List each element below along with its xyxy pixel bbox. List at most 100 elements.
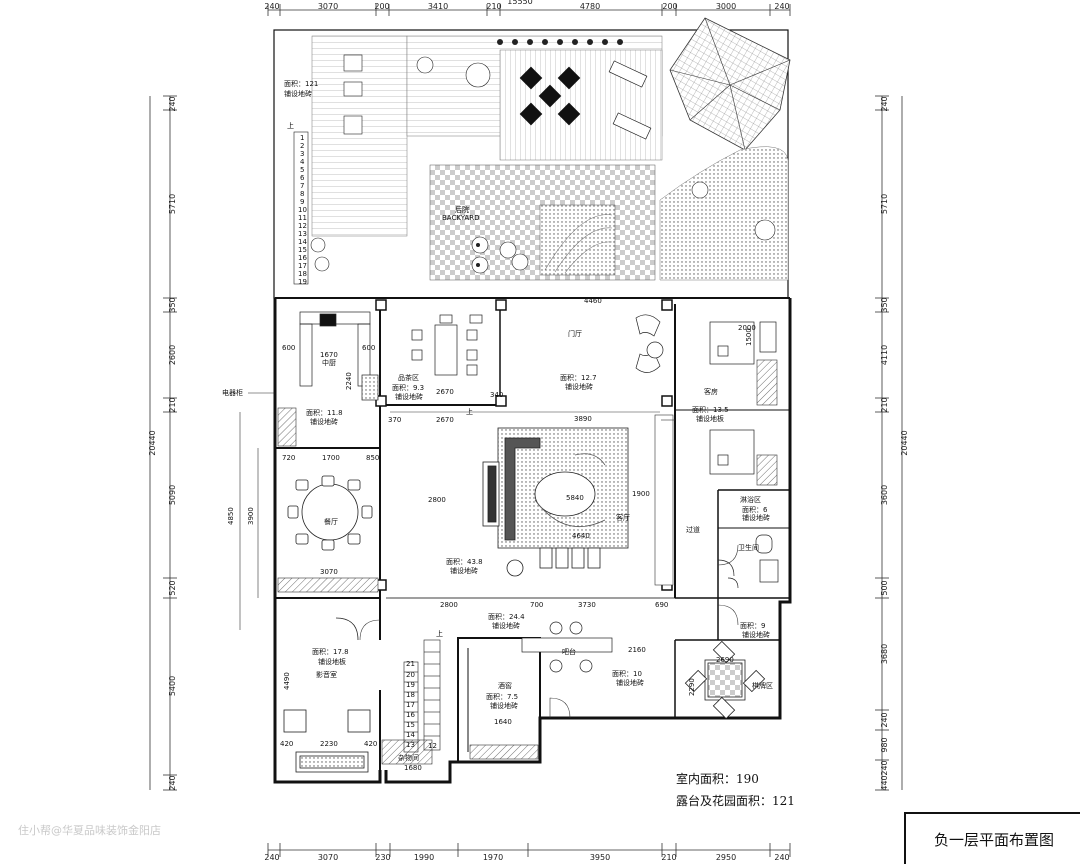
dim-right: 3600 [880,485,889,505]
dimension-labels: 15550 240 3070 200 3410 210 4780 200 300… [148,0,909,862]
kitchen-dim: 1670 [320,351,338,359]
bar-furniture [521,621,613,673]
dining-dim: 850 [366,454,379,462]
stair-step-number: 7 [300,182,304,190]
left-dimension-line [149,95,177,791]
dining-dim: 3900 [247,507,255,525]
mahjong-floor: 铺设地砖 [742,630,770,639]
stair-step-number: 9 [300,198,304,206]
stair-step-number: 17 [406,701,415,709]
tea-dim: 370 [388,416,401,424]
dining-furniture [287,475,373,551]
shower-label: 淋浴区 [740,495,761,504]
garden-area-summary: 露台及花园面积：121 [676,794,795,808]
cinema-dim: 4490 [283,672,291,690]
dining-dim: 3070 [320,568,338,576]
stair-step-number: 19 [298,278,307,286]
dining-dim: 1700 [322,454,340,462]
stair-step-number: 18 [298,270,307,278]
structural-columns [375,299,673,591]
dim-top: 210 [486,2,501,11]
living-dim: 1900 [632,490,650,498]
living-dim: 4640 [572,532,590,540]
living-room-label: 客厅 [616,513,630,522]
guest-dim: 2000 [738,324,756,332]
dim-bottom: 3950 [590,853,610,862]
built-in-cabinets [277,359,778,765]
cinema-label: 影音室 [316,670,337,679]
foyer-dim: 4460 [584,297,602,305]
bottom-stair-steps: 21 20 19 18 17 16 15 14 13 12 上 [406,629,443,750]
living-dim: 5840 [566,494,584,502]
kitchen [299,311,379,401]
dim-bottom: 240 [774,853,789,862]
dim-top: 200 [662,2,677,11]
stair-step-number: 21 [406,660,415,668]
living-dim: 2800 [428,496,446,504]
stair-step-number: 4 [300,158,305,166]
terrace-area-label: 面积：121 [284,79,318,88]
dim-top-total: 15550 [507,0,532,6]
hall-area: 面积：24.4 [488,612,525,621]
dim-right: 240 [880,96,889,111]
kitchen-dim: 600 [282,344,295,352]
kitchen-dim: 2240 [345,372,353,390]
stair-step-number: 11 [298,214,307,222]
stair-step-number: 10 [298,206,307,214]
dim-left: 240 [168,775,177,790]
cinema-dim: 2230 [320,740,338,748]
passage-label: 过道 [686,525,700,534]
dim-top: 4780 [580,2,600,11]
dim-left: 2600 [168,345,177,365]
dim-left-total: 20440 [148,430,157,455]
dim-top: 3000 [716,2,736,11]
cinema-dim: 420 [364,740,377,748]
stair-step-number: 12 [428,742,437,750]
stair-step-number: 5 [300,166,304,174]
cinema-floor: 铺设地板 [318,657,346,666]
cinema-dim: 420 [280,740,293,748]
dim-right: 210 [880,397,889,412]
stair-step-number: 19 [406,681,415,689]
stair-step-number: 1 [300,134,304,142]
stair-up-mark: 上 [287,121,294,130]
shower-area: 面积：6 [742,505,768,514]
indoor-area-summary: 室内面积：190 [676,772,759,786]
lounge-floor: 铺设地砖 [616,678,644,687]
winery-label: 酒窖 [498,681,512,690]
bar-label: 吧台 [562,647,576,656]
dim-bottom: 2950 [716,853,736,862]
guest-room-floor: 铺设地板 [696,414,724,423]
mahjong-area: 面积：9 [740,621,765,630]
dining-dim: 4850 [227,507,235,525]
storage-label: 杂物间 [398,753,419,762]
dim-left: 5400 [168,676,177,696]
dim-bottom: 210 [661,853,676,862]
stair-step-number: 14 [298,238,307,246]
tea-dim: 2670 [436,388,454,396]
bottom-dimension-line [267,843,791,857]
foyer-floor: 铺设地砖 [565,382,593,391]
dim-left: 5710 [168,194,177,214]
tea-area [411,314,483,376]
dim-right-total: 20440 [900,430,909,455]
backyard-label-cn: 后院 [455,205,469,214]
guest-room-area: 面积：13.5 [692,405,729,414]
stair-step-number: 6 [300,174,305,182]
lower-dim: 3730 [578,601,596,609]
guest-room-label: 客房 [704,387,718,396]
living-room-floor: 铺设地砖 [450,566,478,575]
foyer-area: 面积：12.7 [560,373,597,382]
mahjong-label: 棋牌区 [752,681,773,690]
mahjong-dim: 2290 [688,678,696,696]
dim-right: 4110 [880,345,889,365]
backyard-label-en: BACKYARD [442,214,479,222]
kitchen-label: 中厨 [322,358,336,367]
lower-dim: 690 [655,601,668,609]
stair-step-number: 12 [298,222,307,230]
dim-bottom: 1990 [414,853,434,862]
kitchen-area: 面积：11.8 [306,408,343,417]
living-room-area: 面积：43.8 [446,557,483,566]
cinema-area: 面积：17.8 [312,647,349,656]
dim-right: 440 [880,775,889,790]
